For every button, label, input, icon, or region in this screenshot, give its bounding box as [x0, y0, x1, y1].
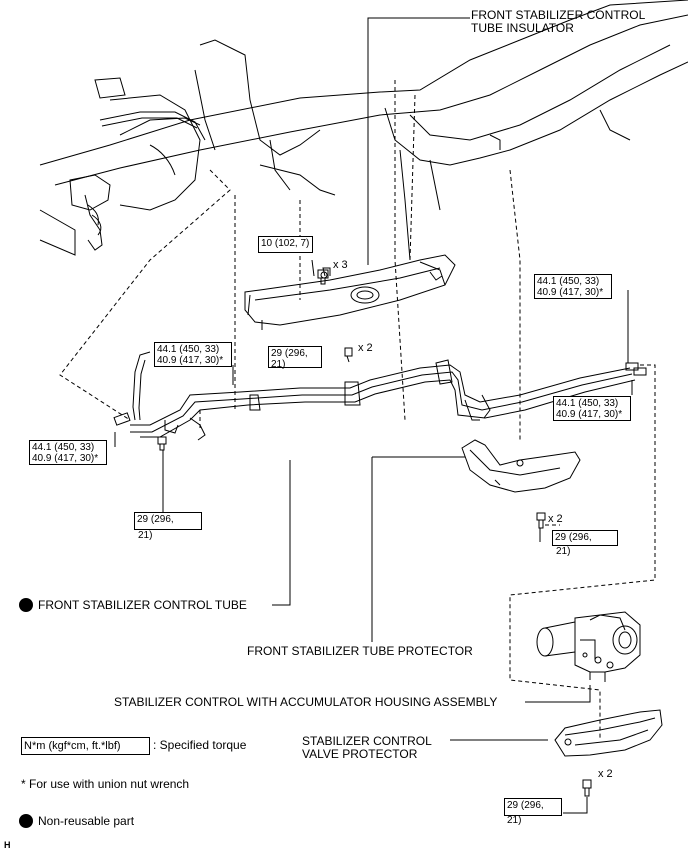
torque-spec-text: 29 (296,: [507, 800, 544, 811]
torque-spec-box: 29 (296, 21): [268, 346, 322, 370]
valve-protector-label-line1: STABILIZER CONTROL: [302, 734, 432, 748]
torque-spec-text: 40.9 (417, 30)*: [556, 409, 623, 420]
valve-protector: [554, 709, 663, 757]
housing-assembly-label: STABILIZER CONTROL WITH ACCUMULATOR HOUS…: [114, 695, 498, 709]
valve-protector-label-line2: VALVE PROTECTOR: [302, 747, 418, 761]
torque-spec-text: 21): [507, 815, 522, 826]
torque-spec-text: 21): [271, 359, 286, 370]
torque-spec-text: 21): [138, 530, 153, 541]
torque-spec-text: 44.1 (450, 33): [556, 398, 619, 409]
bolt-quantity: x 2: [598, 768, 613, 780]
bolt-quantity: x 2: [548, 513, 563, 525]
insulator-label-line1: FRONT STABILIZER CONTROL: [471, 8, 646, 22]
tube-protector-label: FRONT STABILIZER TUBE PROTECTOR: [247, 644, 473, 658]
nonreusable-marker-icon: [19, 598, 33, 612]
torque-spec-text: 40.9 (417, 30)*: [537, 287, 604, 298]
torque-spec-text: 40.9 (417, 30)*: [32, 453, 99, 464]
legend-union-note: * For use with union nut wrench: [21, 777, 190, 791]
torque-spec-box: 44.1 (450, 33) 40.9 (417, 30)*: [553, 396, 631, 421]
front-stabilizer-tube-protector: [461, 439, 581, 493]
torque-spec-text: 10 (102, 7): [261, 238, 310, 249]
control-tube-label: FRONT STABILIZER CONTROL TUBE: [38, 598, 247, 612]
torque-spec-text: 44.1 (450, 33): [537, 276, 600, 287]
accumulator-housing-assembly: [536, 611, 641, 682]
legend-unit-text: N*m (kgf*cm, ft.*lbf): [24, 740, 121, 752]
legend-nonreusable: Non-reusable part: [38, 814, 135, 828]
legend-unit-box: N*m (kgf*cm, ft.*lbf): [21, 737, 150, 755]
bolt-quantity: x 2: [358, 342, 373, 354]
legend-unit-description: : Specified torque: [153, 738, 247, 752]
torque-spec-text: 21): [556, 546, 571, 557]
tube-insulator-bracket: [244, 254, 456, 330]
torque-spec-box: 29 (296,: [134, 512, 202, 530]
bolt-quantity: x 3: [333, 259, 348, 271]
torque-spec-box: 29 (296,: [504, 798, 562, 816]
bolts: [157, 269, 592, 797]
torque-spec-text: 40.9 (417, 30)*: [157, 355, 224, 366]
torque-spec-box: 44.1 (450, 33) 40.9 (417, 30)*: [534, 274, 612, 299]
nonreusable-legend-icon: [19, 814, 33, 828]
torque-spec-box: 29 (296,: [552, 530, 618, 546]
vehicle-frame: [39, 0, 688, 261]
corner-mark: H: [4, 840, 11, 850]
leader-lines: [114, 17, 633, 814]
torque-spec-box: 44.1 (450, 33) 40.9 (417, 30)*: [154, 342, 232, 367]
torque-spec-box: 44.1 (450, 33) 40.9 (417, 30)*: [29, 440, 107, 465]
front-stabilizer-control-tube: [113, 351, 647, 441]
torque-spec-box: 10 (102, 7): [258, 236, 313, 253]
torque-spec-text: 29 (296,: [137, 514, 174, 525]
torque-spec-text: 44.1 (450, 33): [32, 442, 95, 453]
torque-spec-text: 29 (296,: [555, 532, 592, 543]
torque-spec-text: 29 (296,: [271, 348, 308, 359]
insulator-label-line2: TUBE INSULATOR: [471, 21, 574, 35]
torque-spec-text: 44.1 (450, 33): [157, 344, 220, 355]
